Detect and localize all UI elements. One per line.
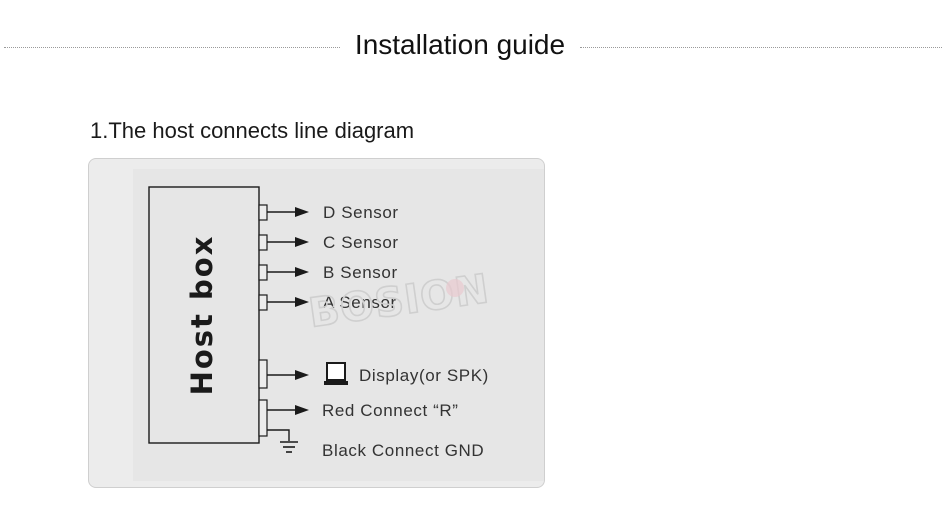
connection-a-sensor: A Sensor <box>258 293 397 312</box>
arrow-right-icon <box>295 370 309 380</box>
host-box-label: Host box <box>185 235 219 396</box>
wiring-diagram-svg: Host box D Sensor C Sensor B Sensor <box>133 169 544 481</box>
connector-tab <box>258 294 268 311</box>
ground-icon <box>280 441 298 453</box>
header-divider-left <box>4 47 340 48</box>
connection-label: Black Connect GND <box>322 441 484 460</box>
diagram-panel <box>133 169 544 481</box>
arrow-right-icon <box>295 237 309 247</box>
arrow-right-icon <box>295 405 309 415</box>
connection-label: D Sensor <box>323 203 399 222</box>
connection-black-gnd: Black Connect GND <box>267 429 484 460</box>
host-box <box>148 186 260 444</box>
connection-d-sensor: D Sensor <box>258 203 399 222</box>
connection-label: Display(or SPK) <box>359 366 489 385</box>
connection-label: A Sensor <box>323 293 397 312</box>
arrow-right-icon <box>295 207 309 217</box>
connection-label: C Sensor <box>323 233 399 252</box>
connector-tab <box>258 204 268 221</box>
connection-c-sensor: C Sensor <box>258 233 399 252</box>
connector-tab <box>258 399 268 437</box>
connection-display: Display(or SPK) <box>258 359 489 389</box>
arrow-right-icon <box>295 267 309 277</box>
connection-label: Red Connect “R” <box>322 401 459 420</box>
page-title: Installation guide <box>354 29 566 60</box>
connection-b-sensor: B Sensor <box>258 263 398 282</box>
watermark-dot <box>446 279 464 297</box>
header-divider-right <box>580 47 942 48</box>
connector-tab <box>258 264 268 281</box>
connector-line <box>267 429 290 441</box>
connector-tab <box>258 234 268 251</box>
section-title: 1.The host connects line diagram <box>90 118 415 143</box>
connector-tab <box>258 359 268 389</box>
monitor-icon <box>324 362 348 385</box>
connection-red: Red Connect “R” <box>267 401 459 420</box>
arrow-right-icon <box>295 297 309 307</box>
wiring-diagram: Host box D Sensor C Sensor B Sensor <box>88 158 545 488</box>
connection-label: B Sensor <box>323 263 398 282</box>
